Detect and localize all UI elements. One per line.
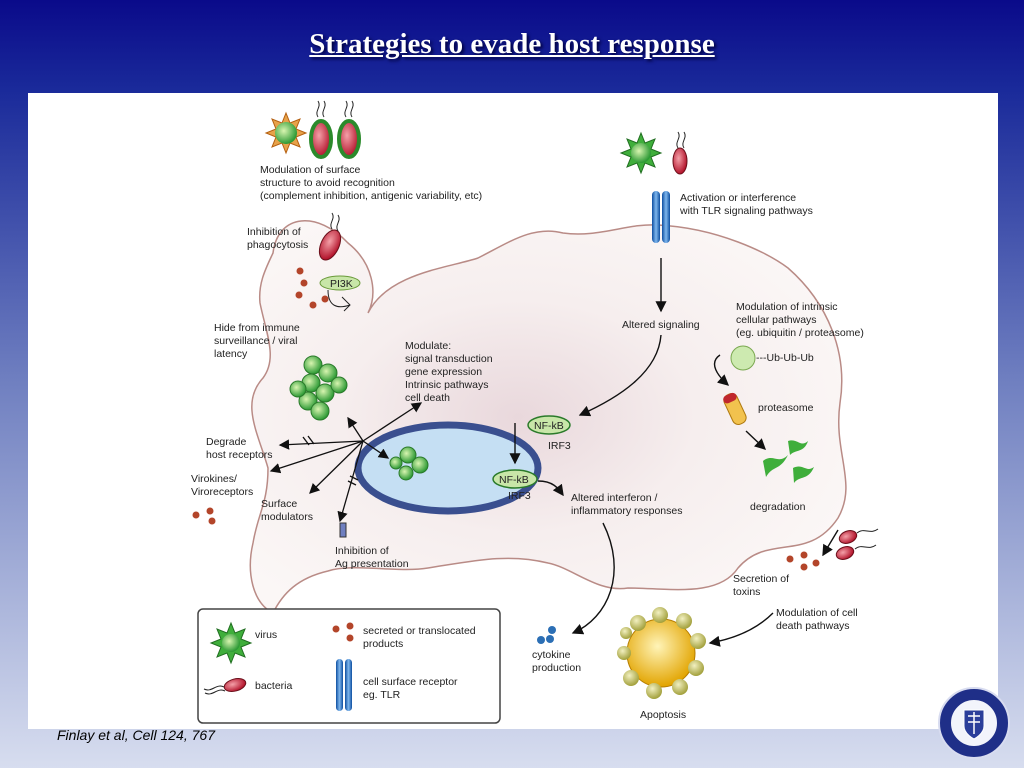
- tlr-receptor-icon: [652, 191, 670, 243]
- secretion-label-2: toxins: [733, 586, 760, 598]
- diagram-figure: Modulation of surface structure to avoid…: [28, 93, 998, 729]
- interferon-label-1: Altered interferon /: [571, 492, 657, 504]
- virokines-label-1: Virokines/: [191, 473, 237, 485]
- arrow-cytokine: [571, 522, 615, 635]
- degrade-label-1: Degrade: [206, 436, 246, 448]
- pi3k-badge: [319, 275, 361, 291]
- bacteria-icon: [309, 100, 361, 159]
- arrow-to-proteasome: [713, 354, 730, 386]
- death-label-2: death pathways: [776, 620, 850, 632]
- modulate-label-4: Intrinsic pathways: [405, 379, 488, 391]
- legend-secreted-icon: [332, 622, 354, 642]
- modulate-label-2: signal transduction: [405, 353, 493, 365]
- secreted-product-icon: [786, 551, 820, 571]
- cytokine-label-1: cytokine: [532, 649, 571, 661]
- diagram-svg: Modulation of surface structure to avoid…: [191, 100, 879, 724]
- hide-label-2: surveillance / viral: [214, 335, 297, 347]
- intrinsic-label-2: cellular pathways: [736, 314, 817, 326]
- tlr-label-2: with TLR signaling pathways: [679, 205, 813, 217]
- surfmod-label-2: modulators: [261, 511, 313, 523]
- proteasome-icon: [723, 392, 747, 425]
- nfkb-top-label: NF-kB: [534, 420, 564, 432]
- nfkb-bottom-badge: [492, 469, 538, 489]
- virus-icon: [619, 131, 663, 175]
- ub-label: ---Ub-Ub-Ub: [756, 352, 814, 364]
- secretion-label-1: Secretion of: [733, 573, 789, 585]
- legend-virus-icon: [209, 621, 253, 665]
- legend-secreted-label-1: secreted or translocated: [363, 625, 476, 637]
- surface-label-2: structure to avoid recognition: [260, 177, 395, 189]
- bacteria-icon: [318, 212, 342, 261]
- modulate-label-5: cell death: [405, 392, 450, 404]
- arrow-to-degradation: [745, 430, 767, 450]
- arrow-to-nfkb: [578, 334, 662, 417]
- surfmod-label-1: Surface: [261, 498, 297, 510]
- arrow-apoptosis: [708, 612, 774, 647]
- interferon-label-2: inflammatory responses: [571, 505, 682, 517]
- intrinsic-label-3: (eg. ubiquitin / proteasome): [736, 327, 864, 339]
- degrade-label-2: host receptors: [206, 449, 273, 461]
- mhc-icon: [339, 522, 347, 538]
- legend-receptor-icon: [336, 659, 352, 711]
- protein-icon: [730, 345, 756, 371]
- slide-title: Strategies to evade host response: [309, 28, 715, 60]
- arrow-toxins: [822, 529, 839, 557]
- degraded-fragments-icon: [763, 440, 814, 483]
- secreted-product-icon: [295, 267, 329, 309]
- citation: Finlay et al, Cell 124, 767: [57, 727, 215, 743]
- legend-receptor-label-1: cell surface receptor: [363, 676, 458, 688]
- hide-label-3: latency: [214, 348, 248, 360]
- virus-icon: [264, 111, 308, 155]
- death-label-1: Modulation of cell: [776, 607, 858, 619]
- arrow-interferon: [537, 480, 564, 497]
- legend-virus-label: virus: [255, 629, 277, 641]
- cytokine-label-2: production: [532, 662, 581, 674]
- intrinsic-label-1: Modulation of intrinsic: [736, 301, 838, 313]
- secreted-product-icon: [192, 507, 216, 525]
- radiating-arrows: [269, 402, 423, 523]
- bacteria-icon: [672, 131, 688, 175]
- pi3k-label: PI3K: [330, 278, 353, 290]
- agpres-label-1: Inhibition of: [335, 545, 389, 557]
- legend-receptor-label-2: eg. TLR: [363, 689, 401, 701]
- degradation-label: degradation: [750, 501, 806, 513]
- cytokine-icon: [537, 626, 556, 644]
- university-seal-icon: [938, 687, 1010, 759]
- apoptotic-cell-icon: [617, 607, 706, 699]
- bacteria-icon: [835, 528, 879, 560]
- nfkb-top-badge: [527, 415, 571, 435]
- viral-dna-in-nucleus: [389, 446, 429, 481]
- legend-secreted-label-2: products: [363, 638, 403, 650]
- irf3-top-label: IRF3: [548, 440, 571, 452]
- legend-bacteria-label: bacteria: [255, 680, 293, 692]
- surface-label-1: Modulation of surface: [260, 164, 361, 176]
- nfkb-bottom-label: NF-kB: [499, 474, 529, 486]
- agpres-label-2: Ag presentation: [335, 558, 409, 570]
- apoptosis-label: Apoptosis: [640, 709, 686, 721]
- phago-label-2: phagocytosis: [247, 239, 308, 251]
- proteasome-label: proteasome: [758, 402, 814, 414]
- modulate-label-1: Modulate:: [405, 340, 451, 352]
- pi3k-inhibition-line: [327, 289, 351, 312]
- tlr-label-1: Activation or interference: [680, 192, 796, 204]
- surface-label-3: (complement inhibition, antigenic variab…: [260, 190, 482, 202]
- legend-bacteria-icon: [203, 678, 247, 695]
- modulate-label-3: gene expression: [405, 366, 482, 378]
- latent-virus-cluster: [289, 355, 348, 421]
- virokines-label-2: Viroreceptors: [191, 486, 253, 498]
- phago-label-1: Inhibition of: [247, 226, 301, 238]
- hide-label-1: Hide from immune: [214, 322, 300, 334]
- irf3-bottom-label: IRF3: [508, 490, 531, 502]
- nucleus: [354, 421, 542, 515]
- altered-signaling-label: Altered signaling: [622, 319, 700, 331]
